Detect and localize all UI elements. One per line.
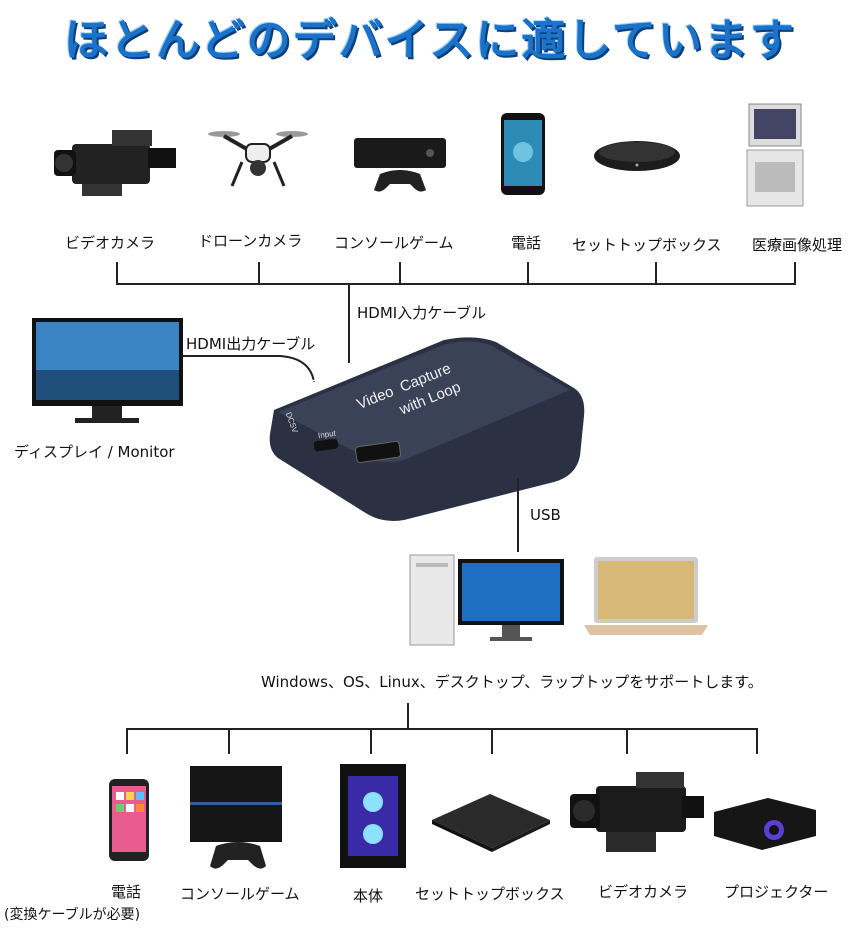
- hdmi-out-cable: [180, 352, 320, 392]
- hdmi-in-cable-line: [348, 283, 350, 363]
- set-top-box-icon: [592, 138, 682, 174]
- set-top-box-icon: [428, 790, 554, 852]
- game-console-icon: [350, 132, 450, 194]
- bottom-label-video-camera: ビデオカメラ: [598, 883, 689, 901]
- desktop-pc-icon: [408, 553, 708, 648]
- connector-line: [228, 728, 230, 754]
- connector-line: [258, 262, 260, 284]
- hdmi-out-label: HDMI出力ケーブル: [186, 335, 316, 353]
- top-label-medical: 医療画像処理: [752, 236, 843, 254]
- top-label-set-top-box: セットトップボックス: [572, 236, 722, 254]
- bottom-label-set-top-box: セットトップボックス: [415, 885, 565, 903]
- connector-line: [126, 728, 128, 754]
- bottom-sublabel-phone: (変換ケーブルが必要): [4, 907, 141, 923]
- pc-tower-icon: [338, 762, 408, 870]
- video-camera-icon: [52, 120, 182, 200]
- usb-cable-line: [517, 478, 519, 552]
- connector-line: [116, 262, 118, 284]
- usb-label: USB: [530, 506, 561, 524]
- medical-imaging-icon: [745, 102, 805, 208]
- connector-line: [756, 728, 758, 754]
- game-console-icon: [188, 764, 288, 874]
- capture-device: [264, 336, 594, 522]
- phone-icon: [500, 112, 546, 196]
- monitor-label: ディスプレイ / Monitor: [14, 443, 175, 461]
- projector-icon: [708, 792, 820, 854]
- connector-line: [655, 262, 657, 284]
- top-label-console: コンソールゲーム: [334, 234, 454, 252]
- bottom-label-console: コンソールゲーム: [180, 885, 300, 903]
- connector-line: [794, 262, 796, 284]
- bottom-label-projector: プロジェクター: [724, 883, 829, 901]
- connector-line: [399, 262, 401, 284]
- monitor-icon: [30, 316, 185, 426]
- phone-icon: [108, 778, 150, 862]
- hdmi-in-label: HDMI入力ケーブル: [357, 304, 487, 322]
- connector-line: [527, 262, 529, 284]
- bottom-label-pc: 本体: [353, 887, 384, 905]
- connector-line: [407, 703, 409, 729]
- connector-line: [370, 728, 372, 754]
- headline: ほとんどのデバイスに適しています: [63, 15, 797, 66]
- top-label-video-camera: ビデオカメラ: [65, 234, 156, 252]
- connector-bus-top: [116, 283, 796, 285]
- bottom-label-phone: 電話: [111, 883, 142, 901]
- connector-line: [491, 728, 493, 754]
- drone-icon: [206, 122, 311, 192]
- top-label-phone: 電話: [511, 234, 542, 252]
- connector-bus-bottom: [126, 728, 758, 730]
- support-text: Windows、OS、Linux、デスクトップ、ラップトップをサポートします。: [261, 673, 763, 691]
- top-label-drone: ドローンカメラ: [198, 232, 303, 250]
- connector-line: [626, 728, 628, 754]
- video-camera-icon: [566, 766, 706, 860]
